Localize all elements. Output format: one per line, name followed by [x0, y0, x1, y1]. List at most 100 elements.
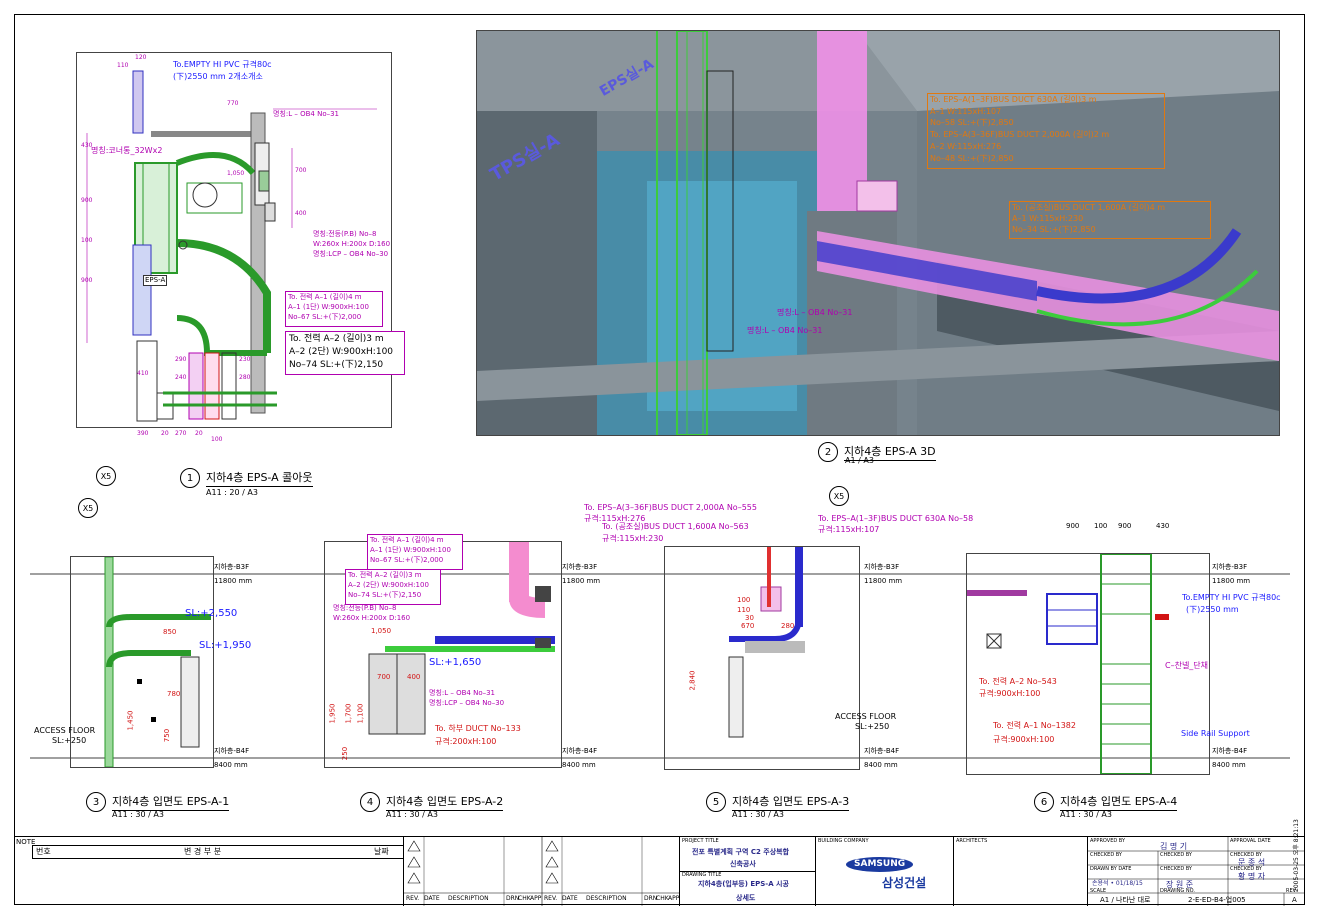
plan-pb-size: W:260x H:200x D:160: [313, 240, 391, 248]
plan-dim: 410: [137, 370, 149, 377]
3d-callout-line: A–2 W:115xH:276: [930, 142, 1002, 151]
elevation-4: To. 전력 A–2 No–543 규격:900xH:100 To. 전력 A–…: [966, 553, 1250, 775]
view-title-text: 지하4층 EPS-A 3D: [844, 443, 936, 461]
company-name: 삼성건설: [882, 876, 927, 890]
architects: ARCHITECTS: [954, 837, 1088, 906]
plan-dim: 280: [239, 374, 251, 381]
elev3-busduct-label: To. EPS–A(3–36F)BUS DUCT 2,000A No–555: [584, 503, 757, 512]
company-label: BUILDING COMPANY: [818, 838, 869, 844]
project-title: 전포 특별계획 구역 C2 주상복합: [692, 848, 790, 856]
rev-label: REV.: [1286, 888, 1297, 894]
level-label: 지하층-B3F: [214, 563, 250, 571]
3d-callout-line: To. EPS–A(1–3F)BUS DUCT 630A (길이)3 m: [930, 95, 1097, 104]
3d-callout-line: To. EPS–A(3–36F)BUS DUCT 2,000A (길이)2 m: [930, 130, 1110, 139]
view-title-3: 3 지하4층 입면도 EPS-A-1: [86, 792, 230, 812]
elev2-dim: 250: [341, 746, 350, 761]
plan-dim: 100: [81, 237, 93, 244]
view-number: 1: [180, 468, 200, 488]
elev3-aircon-size: 규격:115xH:230: [602, 534, 664, 543]
elev2-l-label: 명칭:L – OB4 No–31: [429, 689, 496, 697]
drawn-by-label: DRAWN BY DATE: [1090, 866, 1132, 872]
view-scale: A11 : 30 / A3: [732, 810, 784, 819]
view-title-text: 지하4층 입면도 EPS-A-2: [386, 793, 504, 811]
3d-callout-line: No–34 SL:+(下)2,850: [1012, 225, 1096, 234]
level-label: 지하층-B3F: [864, 563, 900, 571]
plan-a1-line1: To. 전력 A–1 (길이)4 m: [288, 293, 362, 301]
scale-value: A1 / 나타난 대로: [1100, 896, 1151, 904]
view-scale: A11 : 30 / A3: [386, 810, 438, 819]
elev2-pb-label: 명칭:전등(P.B) No–8: [333, 604, 397, 612]
elev2-callout-line: To. 전력 A–1 (길이)4 m: [370, 536, 444, 544]
elev1-sl-2: SL:+1,950: [199, 640, 252, 651]
elev3-dim: 280: [781, 622, 795, 630]
elev3-busduct-size: 규격:115xH:276: [584, 514, 646, 523]
elev3-access-floor: ACCESS FLOOR: [835, 712, 897, 721]
plan-dim: 290: [175, 356, 187, 363]
project-title-label: PROJECT TITLE: [682, 838, 719, 844]
elevation-2: To. 전력 A–1 (길이)4 m A–1 (1단) W:900xH:100 …: [324, 534, 562, 768]
plan-dim: 900: [81, 277, 93, 284]
elev2-lcp-label: 명칭:LCP – OB4 No–30: [429, 699, 505, 707]
elev2-callout-line: No–74 SL:+(下)2,150: [348, 591, 422, 599]
elev4-side-rail-label: Side Rail Support: [1181, 729, 1250, 738]
3d-l-label-2: 명칭:L – OB4 No–31: [747, 326, 823, 335]
architects-label: ARCHITECTS: [956, 838, 988, 844]
level-label: 지하층-B4F: [562, 747, 598, 755]
rev-no-header: 번호: [36, 847, 51, 856]
signature-grid: [1088, 837, 1305, 906]
3d-callout-line: No–58 SL:+(下)2,850: [930, 118, 1014, 127]
plan-dim: 110: [117, 62, 129, 69]
elev2-dim: 1,050: [371, 627, 392, 635]
checked-by-label: CHECKED BY: [1160, 866, 1192, 872]
level-mm: 11800 mm: [1212, 577, 1251, 585]
view-number: 2: [818, 442, 838, 462]
view-number: 5: [706, 792, 726, 812]
rev-col: APP: [530, 895, 542, 902]
elev2-dim: 1,100: [356, 703, 365, 724]
rev-col: DRN: [644, 895, 658, 902]
elev4-dim: 900: [1118, 522, 1132, 530]
3d-callout-line: A–1 W:115xH:230: [1012, 214, 1084, 223]
title-block: NOTE 번호 변 경 부 분 날짜 REV. DATE DESCRIPTION…: [14, 836, 1305, 906]
view-number: 4: [360, 792, 380, 812]
checked-by-name: 문 종 석: [1238, 858, 1266, 867]
plan-dim: 100: [211, 436, 223, 443]
approved-by-label: APPROVED BY: [1090, 838, 1126, 844]
rev-col: REV.: [544, 895, 558, 902]
plan-power-a2-box: To. 전력 A–2 (길이)3 m A–2 (2단) W:900xH:100 …: [285, 331, 405, 375]
plan-dim: 900: [81, 197, 93, 204]
elev2-dim: 1,700: [344, 703, 353, 724]
approved-by-name: 김 명 기: [1160, 842, 1188, 851]
plan-l-label: 명칭:L – OB4 No–31: [273, 110, 340, 118]
elev3-dim: 30: [745, 614, 754, 622]
drawing-no-label: DRAWING NO.: [1160, 888, 1195, 894]
plan-dim: 1,050: [227, 170, 245, 177]
3d-aircon-callout: To. (공조실)BUS DUCT 1,600A (길이)4 m A–1 W:1…: [1009, 201, 1211, 239]
elevation-3: 100 110 30 670 280 2,840 ACCESS FLOOR SL…: [664, 546, 896, 770]
elev2-callout-line: A–1 (1단) W:900xH:100: [370, 546, 451, 554]
elev1-dim: 780: [167, 690, 181, 698]
view-number: 3: [86, 792, 106, 812]
view-title-2: 2 지하4층 EPS-A 3D: [818, 442, 936, 462]
checked-by-label: CHECKED BY: [1090, 852, 1122, 858]
checked-by-label: CHECKED BY: [1230, 866, 1262, 872]
drawing-no-value: 2-E-ED-B4-업005: [1188, 896, 1246, 904]
scale-label: SCALE: [1090, 888, 1107, 894]
checked-by-label: CHECKED BY: [1230, 852, 1262, 858]
3d-busduct-callout: To. EPS–A(1–3F)BUS DUCT 630A (길이)3 m A–1…: [927, 93, 1165, 169]
elev2-pb-size: W:260x H:200x D:160: [333, 614, 411, 622]
elev2-sl: SL:+1,650: [429, 657, 482, 668]
plan-pvc-callout: To.EMPTY HI PVC 규격80c: [173, 60, 272, 69]
level-mm: 8400 mm: [1212, 761, 1246, 769]
plan-view: To.EMPTY HI PVC 규격80c (下)2550 mm 2개소개소 명…: [76, 52, 405, 443]
plan-dim: 770: [227, 100, 239, 107]
project-divider: [680, 871, 816, 872]
level-mm: 11800 mm: [864, 577, 903, 585]
elev1-linework: [104, 557, 211, 767]
view-title-5: 5 지하4층 입면도 EPS-A-3: [706, 792, 850, 812]
builder-logo: BUILDING COMPANY SAMSUNG 삼성건설: [816, 837, 954, 906]
level-label: 지하층-B4F: [214, 747, 250, 755]
revision-notes: NOTE 번호 변 경 부 분 날짜: [14, 837, 404, 906]
elev1-sl-1: SL:+2,550: [185, 608, 238, 619]
level-label: 지하층-B4F: [864, 747, 900, 755]
